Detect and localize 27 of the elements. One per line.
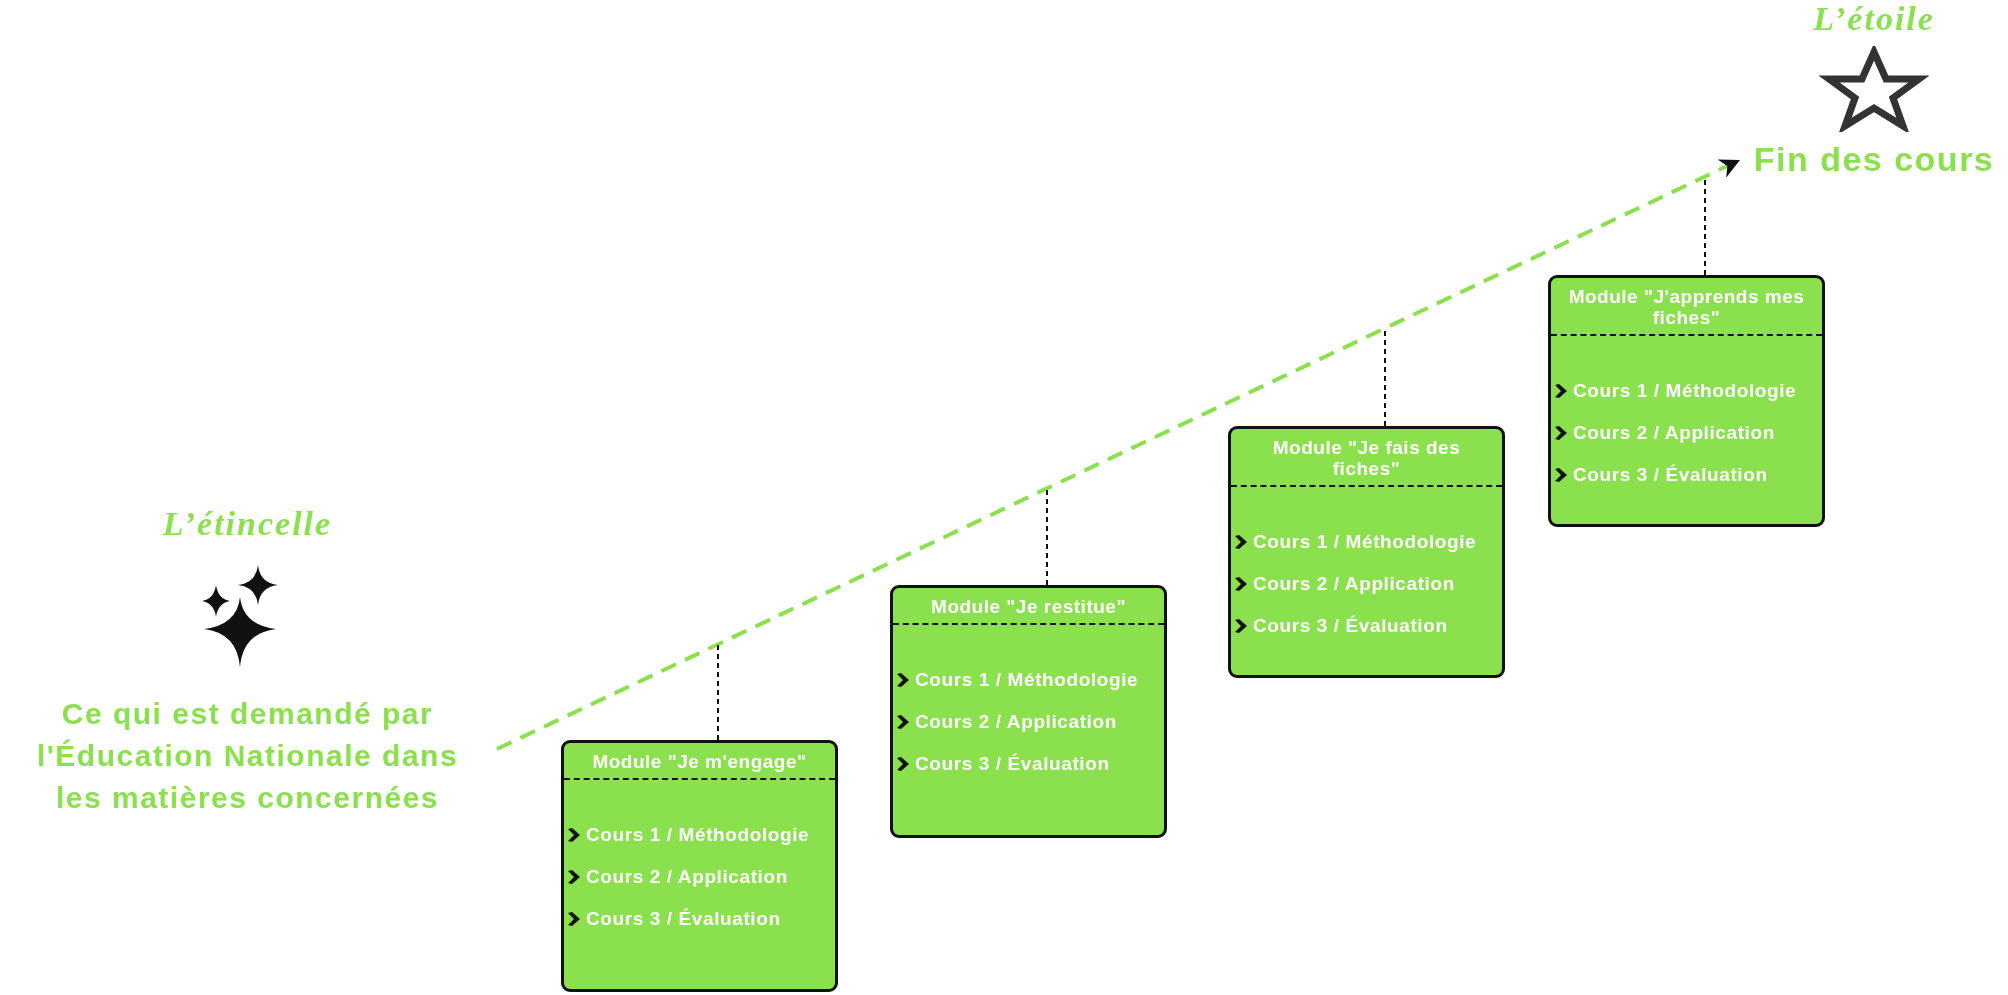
course-item: Cours 3 / Évaluation (915, 753, 1110, 775)
timeline-arrow (496, 158, 1741, 751)
module-title: Module "Je fais des fiches" (1271, 436, 1462, 481)
module-title: Module "J'apprends mes fiches" (1567, 285, 1806, 330)
module-card (1228, 426, 1505, 678)
milestone-heading: L’étoile (1813, 0, 1935, 38)
milestone-text: Ce qui est demandé par l'Éducation Nationale dans les matières concernées (35, 696, 460, 816)
course-item: Cours 2 / Application (1573, 422, 1775, 444)
course-item: Cours 1 / Méthodologie (1573, 380, 1797, 402)
module-title: Module "Je restitue" (930, 595, 1127, 619)
leader-line (1046, 487, 1048, 586)
module-title: Module "Je m'engage" (591, 750, 808, 774)
course-item: Cours 1 / Méthodologie (586, 824, 810, 846)
course-item: Cours 2 / Application (915, 711, 1117, 733)
course-item: Cours 3 / Évaluation (1573, 464, 1768, 486)
milestone-heading: L’étincelle (162, 505, 333, 543)
milestone-text: Fin des cours (1753, 139, 1995, 180)
course-item: Cours 2 / Application (1253, 573, 1455, 595)
module-card (1548, 275, 1825, 527)
course-item: Cours 3 / Évaluation (586, 908, 781, 930)
course-item: Cours 3 / Évaluation (1253, 615, 1448, 637)
leader-line (717, 643, 719, 741)
course-item: Cours 1 / Méthodologie (915, 669, 1139, 691)
module-card (561, 740, 838, 992)
module-card (890, 585, 1167, 838)
course-item: Cours 1 / Méthodologie (1253, 531, 1477, 553)
course-item: Cours 2 / Application (586, 866, 788, 888)
